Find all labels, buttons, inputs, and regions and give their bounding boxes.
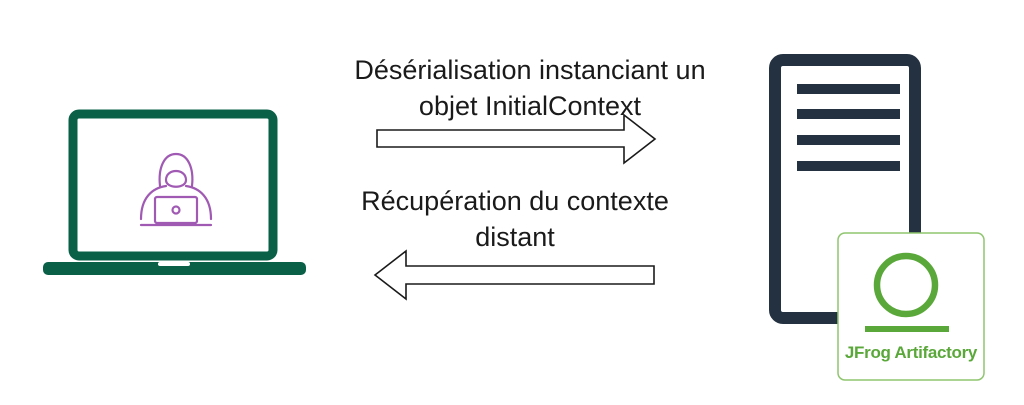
response-label: Récupération du contexte distant (330, 183, 700, 255)
jfrog-artifactory-badge (837, 232, 985, 381)
jfrog-artifactory-name: JFrog Artifactory (844, 343, 978, 362)
request-label: Désérialisation instanciant un objet Ini… (330, 52, 730, 124)
response-arrow (373, 249, 655, 301)
request-arrow (376, 113, 657, 165)
laptop-icon (43, 109, 306, 275)
request-label-line1: Désérialisation instanciant un (354, 55, 706, 85)
request-label-line2: objet InitialContext (418, 91, 642, 121)
response-label-line2: distant (475, 222, 555, 252)
hooded-hacker-icon (139, 152, 213, 227)
response-label-line1: Récupération du contexte (361, 186, 669, 216)
jfrog-artifactory-logo (873, 252, 939, 318)
